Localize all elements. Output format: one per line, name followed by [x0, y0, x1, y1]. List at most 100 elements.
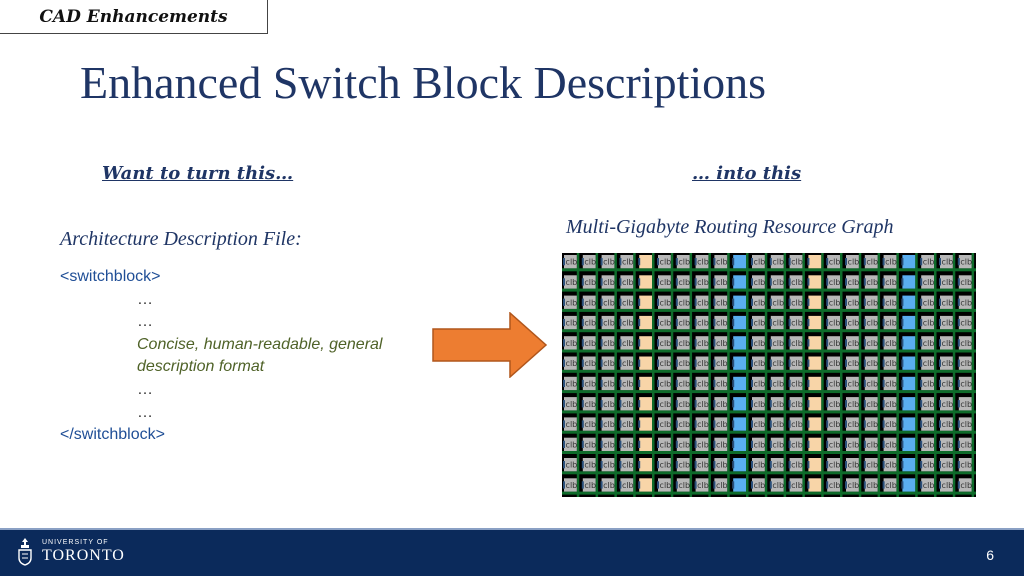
clb-block: clb [657, 336, 671, 350]
clb-block: clb [751, 397, 765, 411]
clb-block: clb [957, 478, 972, 492]
dsp-block [901, 417, 916, 431]
clb-label: clb [622, 298, 634, 307]
clb-label: clb [866, 339, 878, 348]
clb-block: clb [619, 376, 634, 391]
routing-channel [877, 253, 881, 497]
clb-block: clb [788, 376, 803, 391]
clb-block: clb [920, 478, 934, 492]
clb-block: clb [694, 458, 709, 472]
section-tag: CAD Enhancements [0, 0, 268, 34]
clb-label: clb [942, 298, 954, 307]
clb-label: clb [660, 298, 672, 307]
clb-block: clb [845, 275, 859, 289]
clb-block: clb [882, 336, 897, 350]
clb-label: clb [566, 481, 578, 490]
crest-icon [18, 538, 32, 566]
clb-label: clb [678, 319, 690, 328]
clb-label: clb [566, 461, 578, 470]
clb-block: clb [882, 275, 897, 289]
clb-label: clb [716, 298, 728, 307]
clb-block: clb [788, 397, 803, 411]
clb-label: clb [678, 461, 690, 470]
clb-block: clb [751, 315, 765, 330]
clb-label: clb [885, 379, 897, 388]
clb-label: clb [829, 298, 841, 307]
routing-channel [840, 253, 843, 497]
dsp-block [901, 295, 916, 309]
clb-block: clb [713, 315, 728, 330]
clb-block: clb [619, 255, 634, 269]
clb-label: clb [923, 440, 935, 449]
clb-label: clb [791, 319, 803, 328]
clb-block: clb [675, 458, 690, 472]
clb-block: clb [600, 315, 615, 330]
clb-block: clb [826, 275, 840, 289]
clb-label: clb [584, 278, 596, 287]
clb-block: clb [657, 437, 671, 451]
memory-block [807, 295, 822, 309]
clb-block: clb [600, 295, 615, 309]
clb-block: clb [769, 437, 784, 451]
clb-label: clb [660, 481, 672, 490]
clb-block: clb [957, 295, 972, 309]
clb-label: clb [622, 420, 634, 429]
clb-block: clb [882, 397, 897, 411]
routing-channel [562, 308, 976, 312]
clb-label: clb [603, 298, 615, 307]
clb-block: clb [657, 376, 671, 391]
clb-label: clb [678, 359, 690, 368]
clb-block: clb [882, 458, 897, 472]
dsp-block [732, 315, 746, 330]
clb-block: clb [788, 336, 803, 350]
clb-block: clb [863, 376, 878, 391]
university-small-text: UNIVERSITY OF [42, 538, 109, 546]
clb-label: clb [866, 298, 878, 307]
memory-block [807, 336, 822, 350]
clb-block: clb [920, 255, 934, 269]
code-ellipsis: … [137, 290, 153, 308]
clb-block: clb [826, 356, 840, 370]
clb-label: clb [960, 461, 972, 470]
clb-block: clb [600, 478, 615, 492]
clb-block: clb [694, 275, 709, 289]
clb-block: clb [920, 336, 934, 350]
clb-block: clb [826, 255, 840, 269]
clb-block: clb [845, 255, 859, 269]
memory-block [638, 295, 652, 309]
clb-label: clb [584, 481, 596, 490]
clb-block: clb [619, 336, 634, 350]
clb-block: clb [694, 478, 709, 492]
clb-label: clb [791, 298, 803, 307]
clb-label: clb [584, 359, 596, 368]
clb-label: clb [848, 440, 860, 449]
clb-block: clb [788, 478, 803, 492]
clb-block: clb [581, 397, 596, 411]
clb-label: clb [697, 481, 709, 490]
clb-block: clb [657, 356, 671, 370]
dsp-block [732, 417, 746, 431]
clb-label: clb [603, 420, 615, 429]
clb-label: clb [622, 481, 634, 490]
dsp-block [901, 397, 916, 411]
clb-block: clb [751, 336, 765, 350]
clb-label: clb [566, 379, 578, 388]
clb-block: clb [600, 458, 615, 472]
clb-label: clb [754, 258, 766, 267]
clb-block: clb [713, 478, 728, 492]
memory-block [638, 255, 652, 269]
clb-block: clb [563, 376, 578, 391]
clb-label: clb [772, 420, 784, 429]
clb-label: clb [584, 258, 596, 267]
clb-label: clb [923, 461, 935, 470]
clb-block: clb [957, 336, 972, 350]
clb-label: clb [584, 400, 596, 409]
clb-block: clb [694, 417, 709, 431]
clb-label: clb [960, 359, 972, 368]
slide-title: Enhanced Switch Block Descriptions [80, 57, 767, 108]
clb-label: clb [923, 420, 935, 429]
clb-label: clb [866, 379, 878, 388]
clb-block: clb [920, 356, 934, 370]
dsp-block [901, 255, 916, 269]
